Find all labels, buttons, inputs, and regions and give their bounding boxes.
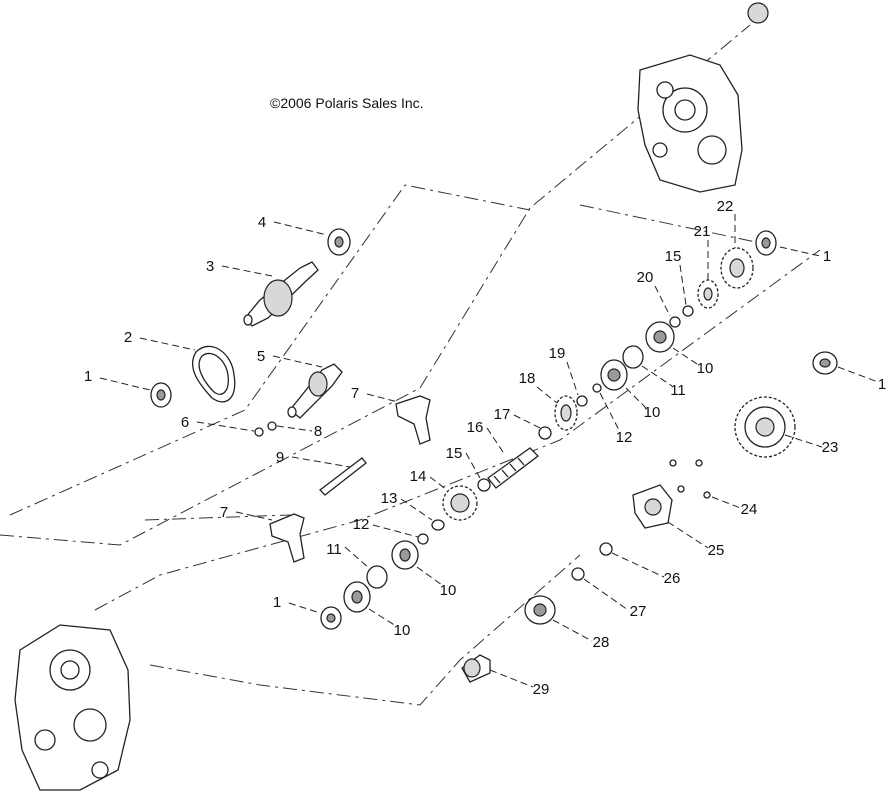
callout-1: 1 <box>878 376 886 393</box>
ring-20 <box>669 316 681 328</box>
callout-22: 22 <box>717 198 734 215</box>
callout-24: 24 <box>741 501 758 518</box>
callout-17: 17 <box>494 406 511 423</box>
callout-7: 7 <box>220 504 228 521</box>
screws-24 <box>669 459 711 499</box>
assembly-axis-lines <box>0 24 821 706</box>
callout-11: 11 <box>326 541 342 558</box>
bearing-28 <box>524 595 556 625</box>
ring-12-lower <box>417 533 429 545</box>
callout-27: 27 <box>630 603 647 620</box>
callout-18: 18 <box>519 370 536 387</box>
callout-23: 23 <box>822 439 839 456</box>
callout-29: 29 <box>533 681 550 698</box>
snap-ring-11-lower <box>366 565 388 589</box>
splined-shaft-16 <box>487 447 539 489</box>
ring-26 <box>599 542 613 556</box>
upper-case-half <box>637 2 769 193</box>
ball-8 <box>267 421 277 431</box>
bearing-1-right <box>812 351 838 375</box>
ball-6 <box>254 427 264 437</box>
callout-8: 8 <box>314 423 322 440</box>
gear-18 <box>554 395 578 431</box>
callout-2: 2 <box>124 329 132 346</box>
rod-9 <box>319 457 367 496</box>
ring-15-lower <box>477 478 491 492</box>
shift-fork-7-lower <box>269 513 305 563</box>
callout-15: 15 <box>665 248 682 265</box>
gear-14 <box>442 485 478 521</box>
gear-23 <box>734 396 796 458</box>
lower-case-half <box>14 624 131 791</box>
callout-1: 1 <box>823 248 831 265</box>
bearing-1-bottom <box>320 606 342 630</box>
callout-6: 6 <box>181 414 189 431</box>
bearing-10-c <box>391 540 419 570</box>
callout-3: 3 <box>206 258 214 275</box>
ring-19 <box>576 395 588 407</box>
ring-27 <box>571 567 585 581</box>
callout-10: 10 <box>644 404 661 421</box>
callout-15: 15 <box>446 445 463 462</box>
callout-12: 12 <box>616 429 633 446</box>
bearing-10-a <box>645 321 675 353</box>
bearing-4 <box>327 228 351 256</box>
chain-2 <box>191 345 236 403</box>
bearing-10-b <box>600 359 628 391</box>
ring-17 <box>538 426 552 440</box>
shaft-3 <box>243 261 319 327</box>
callout-1: 1 <box>84 368 92 385</box>
callout-10: 10 <box>394 622 411 639</box>
callout-16: 16 <box>467 419 484 436</box>
bearing-10-d <box>343 581 371 613</box>
callout-25: 25 <box>708 542 725 559</box>
leader-lines <box>99 214 879 688</box>
callout-7: 7 <box>351 385 359 402</box>
ring-15-upper <box>682 305 694 317</box>
bracket-25 <box>632 484 673 529</box>
copyright-notice: ©2006 Polaris Sales Inc. <box>270 95 424 111</box>
callout-10: 10 <box>440 582 457 599</box>
gear-21 <box>697 279 719 309</box>
callout-28: 28 <box>593 634 610 651</box>
callout-11: 11 <box>670 382 686 399</box>
snap-ring-11-upper <box>622 345 644 369</box>
ring-13 <box>431 519 445 531</box>
callout-10: 10 <box>697 360 714 377</box>
callout-labels: 1111234567789101010101111121213141515161… <box>84 198 886 698</box>
gear-22 <box>720 247 754 289</box>
callout-14: 14 <box>410 468 427 485</box>
bearing-1-top-right <box>755 230 777 256</box>
ring-12-upper <box>592 383 602 393</box>
callout-1: 1 <box>273 594 281 611</box>
callout-4: 4 <box>258 214 266 231</box>
shift-fork-7-upper <box>395 395 431 445</box>
callout-13: 13 <box>381 490 398 507</box>
bearing-1-left <box>150 382 172 408</box>
callout-5: 5 <box>257 348 265 365</box>
callout-20: 20 <box>637 269 654 286</box>
callout-21: 21 <box>694 223 711 240</box>
callout-26: 26 <box>664 570 681 587</box>
callout-12: 12 <box>353 516 370 533</box>
callout-19: 19 <box>549 345 566 362</box>
callout-9: 9 <box>276 449 284 466</box>
shift-drum-5 <box>287 363 343 419</box>
sensor-29 <box>461 654 491 683</box>
